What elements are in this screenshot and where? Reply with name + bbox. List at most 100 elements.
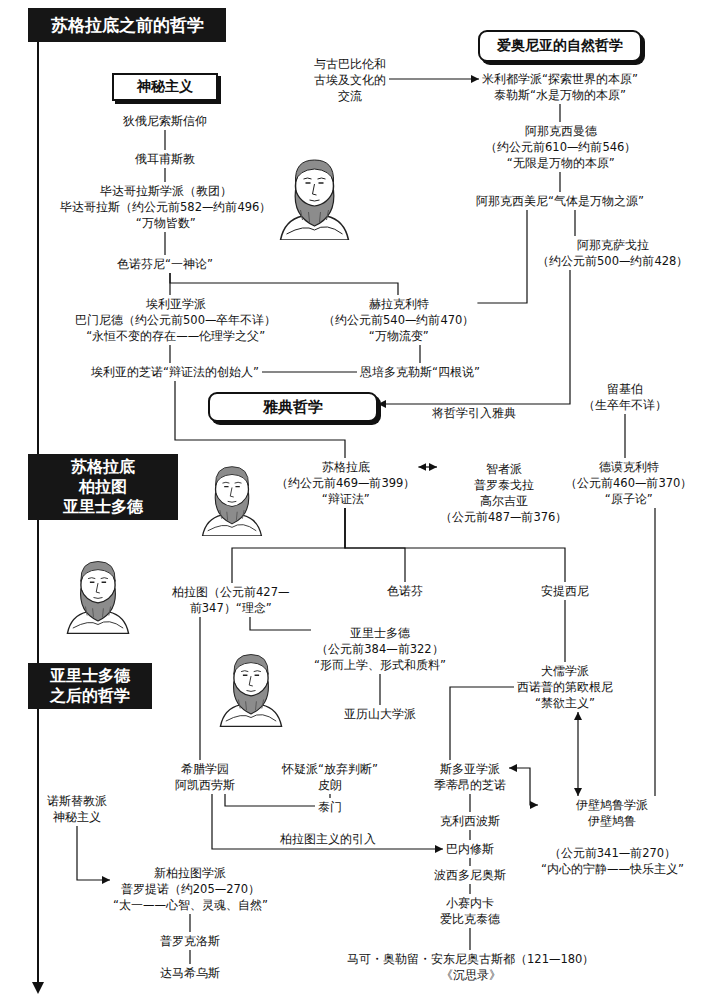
text-line: 雅典哲学	[263, 398, 323, 417]
node-text: 斯多亚学派 季蒂昂的芝诺	[434, 761, 506, 793]
text-line: 高尔吉亚	[440, 493, 567, 509]
philosopher-entry: 阿那克萨戈拉 （约公元前500—约前428）	[534, 236, 691, 270]
connector-line	[77, 826, 110, 880]
text-line: 埃利亚学派	[75, 296, 276, 312]
connector-line	[559, 172, 560, 192]
text-line: （约公元前610—约前546）	[485, 139, 636, 155]
text-line: “万物流变”	[323, 328, 474, 344]
connector-line	[379, 674, 380, 705]
text-line: 前347）“理念”	[172, 600, 289, 616]
philosopher-entry: 埃利亚学派 巴门尼德（约公元前500—卒年不详） “永恒不变的存在——伦理学之父…	[72, 295, 279, 345]
heading-box: 雅典哲学	[208, 392, 378, 422]
text-line: 亚里士多德	[314, 625, 446, 641]
connector-line	[469, 830, 470, 840]
text-line: 克利西波斯	[440, 813, 500, 829]
text-line: 犬儒学派	[517, 663, 613, 679]
text-line: 泰门	[318, 799, 342, 815]
text-line: 怀疑派“放弃判断”	[282, 761, 378, 777]
connector-line	[469, 858, 470, 866]
text-line: 阿那克萨戈拉	[537, 237, 688, 253]
connector-line	[559, 104, 560, 122]
text-line: “形而上学、形式和质料”	[314, 657, 446, 673]
text-line: “无限是万物的本原”	[485, 155, 636, 171]
philosopher-entry: 德谟克利特 （公元前460—前370） “原子论”	[562, 458, 695, 508]
node-text: 巴内修斯	[446, 841, 494, 857]
text-line: 德谟克利特	[565, 459, 692, 475]
text-line: 狄俄尼索斯信仰	[123, 113, 207, 129]
philosopher-entry: 阿那克西曼德 （约公元前610—约前546） “无限是万物的本原”	[482, 122, 639, 172]
text-line: 诺斯替教派	[47, 793, 107, 809]
connector-line	[469, 794, 470, 812]
connector-line	[164, 130, 165, 150]
philosopher-entry: 怀疑派“放弃判断” 皮朗	[279, 760, 381, 794]
text-line: 伊壁鸠鲁	[541, 813, 684, 829]
node-text: 神秘主义	[137, 78, 193, 96]
node-text: 达马希乌斯	[160, 965, 220, 981]
philosopher-entry: 巴内修斯	[443, 840, 497, 858]
connector-line	[469, 928, 470, 950]
philosopher-entry: 普罗克洛斯	[157, 932, 223, 950]
text-line: 爱比克泰德	[440, 911, 500, 927]
node-text: 雅典哲学	[263, 398, 323, 417]
connector-line	[564, 600, 565, 662]
node-text: 伊壁鸠鲁学派 伊壁鸠鲁	[541, 797, 684, 829]
text-line: 俄耳甫斯教	[135, 151, 195, 167]
philosopher-entry: 新柏拉图学派 普罗提诺（约205—270） “太一——心智、灵魂、自然”	[110, 864, 271, 914]
text-line: “万物皆数”	[60, 215, 271, 231]
connector-line	[232, 508, 345, 583]
era-banner: 亚里士多德 之后的哲学	[28, 663, 152, 709]
connector-line	[418, 466, 437, 467]
philosopher-entry: 达马希乌斯	[157, 964, 223, 982]
philosopher-entry: 诺斯替教派 神秘主义	[44, 792, 110, 826]
node-text: 苏格拉底 （约公元前469—前399） “辩证法”	[276, 459, 415, 507]
text-line: 普罗提诺（约205—270）	[113, 881, 268, 897]
text-line: 亚里士多德	[63, 497, 143, 517]
text-line: 泰勒斯“水是万物的本原”	[482, 87, 638, 103]
philosopher-entry: 小赛内卡 爱比克泰德	[437, 894, 503, 928]
connector-line	[189, 914, 190, 932]
text-line: 斯多亚学派	[434, 761, 506, 777]
philosopher-entry: 克利西波斯	[437, 812, 503, 830]
node-text: 新柏拉图学派 普罗提诺（约205—270） “太一——心智、灵魂、自然”	[113, 865, 268, 913]
node-text: 小赛内卡 爱比克泰德	[440, 895, 500, 927]
text-line: 交流	[314, 88, 386, 104]
node-text: 德谟克利特 （公元前460—前370） “原子论”	[565, 459, 692, 507]
text-line: （公元前384—前322）	[314, 641, 446, 657]
philosopher-entry: 色诺芬	[384, 582, 426, 600]
text-line: 恩培多克勒斯“四根说”	[360, 364, 480, 380]
connector-line	[509, 768, 538, 805]
text-line: 神秘主义	[47, 809, 107, 825]
connector-line	[477, 210, 527, 303]
text-line: （公元前460—前370）	[565, 475, 692, 491]
node-text: 留基伯 （生卒年不详）	[583, 381, 667, 413]
text-line: 色诺芬尼“一神论”	[117, 256, 213, 272]
text-line: 亚历山大学派	[344, 706, 416, 722]
node-text: 阿那克西曼德 （约公元前610—约前546） “无限是万物的本原”	[485, 123, 636, 171]
heading-box: 爱奥尼亚的自然哲学	[478, 30, 642, 62]
node-text: 怀疑派“放弃判断” 皮朗	[282, 761, 378, 793]
philosopher-portrait	[281, 160, 349, 240]
text-line: 爱奥尼亚的自然哲学	[497, 37, 623, 55]
philosopher-entry: 智者派 普罗泰戈拉 高尔吉亚 （公元前487—前376）	[437, 460, 570, 526]
text-line: “禁欲主义”	[517, 695, 613, 711]
text-line: 阿那克西曼德	[485, 123, 636, 139]
text-line: 苏格拉底	[276, 459, 415, 475]
philosopher-entry: 留基伯 （生卒年不详）	[580, 380, 670, 414]
text-line: 神秘主义	[137, 78, 193, 96]
text-line: 亚里士多德	[50, 666, 130, 686]
philosopher-portrait	[67, 562, 128, 634]
node-text: 亚历山大学派	[344, 706, 416, 722]
text-line: “永恒不变的存在——伦理学之父”	[75, 328, 276, 344]
connector-line	[164, 232, 165, 255]
text-line: 柏拉图	[63, 477, 143, 497]
philosopher-entry: 苏格拉底 （约公元前469—前399） “辩证法”	[273, 458, 418, 508]
text-line: 《沉思录》	[347, 967, 594, 983]
node-text: 智者派 普罗泰戈拉 高尔吉亚 （公元前487—前376）	[440, 461, 567, 525]
connector-line	[450, 687, 514, 760]
text-line: 小赛内卡	[440, 895, 500, 911]
connector-line	[624, 414, 625, 458]
philosopher-entry: 赫拉克利特 （约公元前540—约前470） “万物流变”	[320, 295, 477, 345]
text-line: （生卒年不详）	[583, 397, 667, 413]
connector-line	[469, 884, 470, 894]
